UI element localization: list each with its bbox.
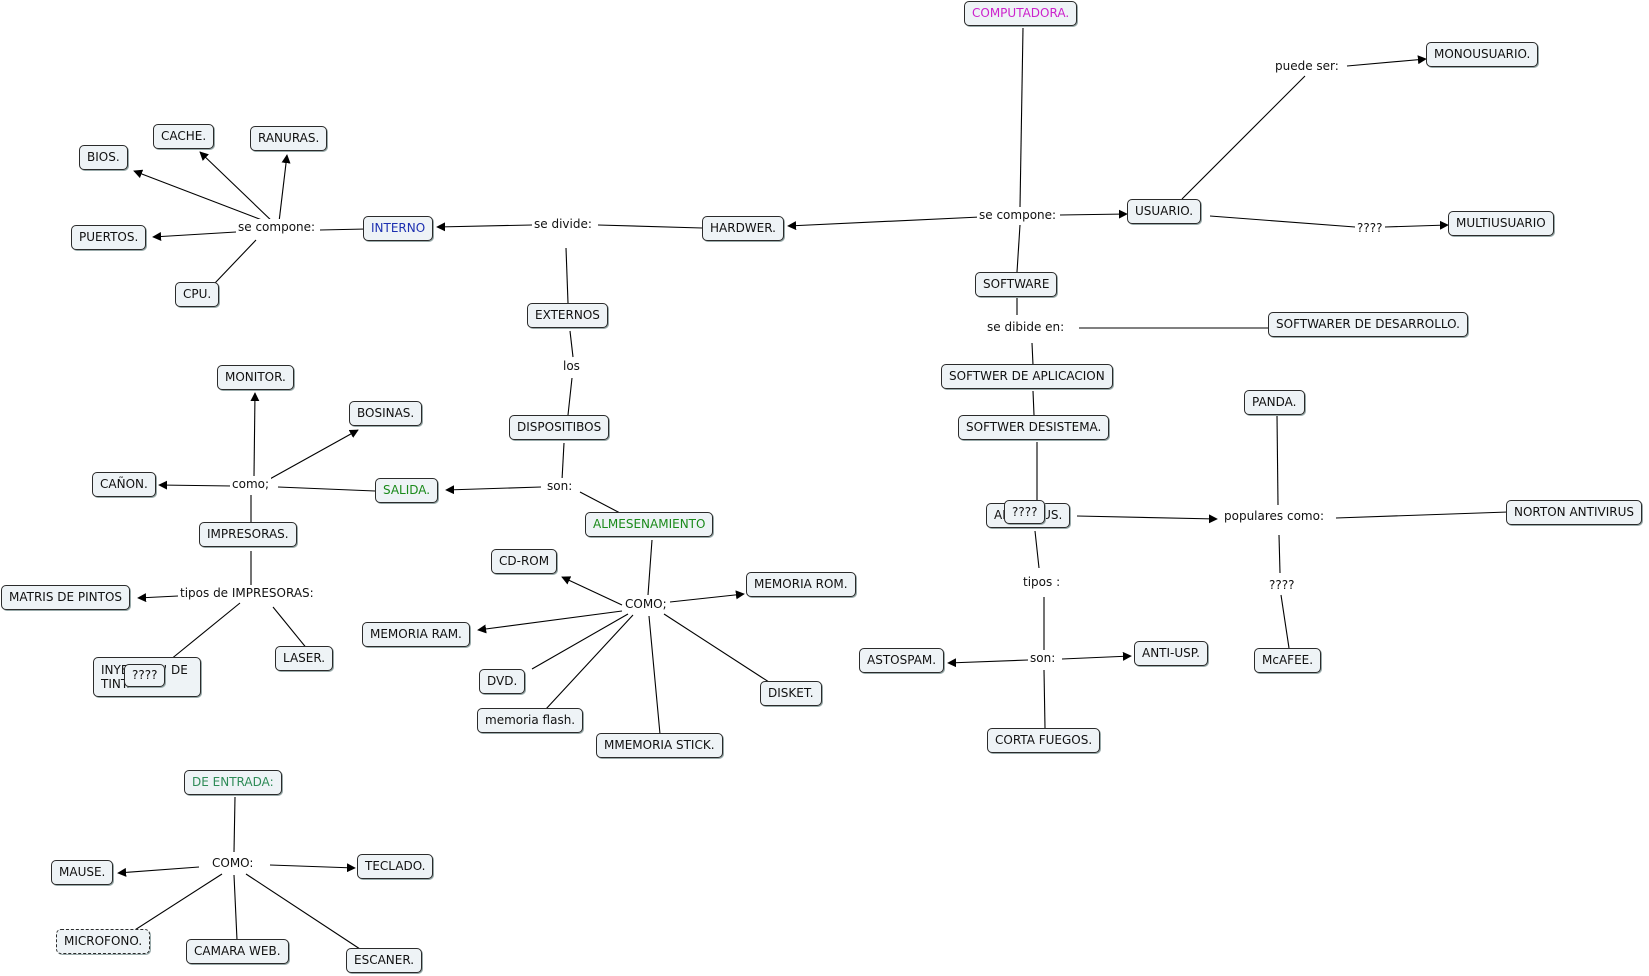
concept-usuario[interactable]: USUARIO. [1127,199,1202,224]
concept-cdrom[interactable]: CD-ROM [491,549,558,574]
concept-panda[interactable]: PANDA. [1244,390,1305,415]
link-qmarks-usuario: ???? [1355,220,1385,236]
concept-anti-usp[interactable]: ANTI-USP. [1134,641,1208,666]
concept-softwarer-desarrollo[interactable]: SOFTWARER DE DESARROLLO. [1268,312,1468,337]
concept-monitor[interactable]: MONITOR. [217,365,294,390]
concept-monousuario[interactable]: MONOUSUARIO. [1426,42,1539,67]
concept-teclado[interactable]: TECLADO. [357,854,434,879]
concept-cpu[interactable]: CPU. [175,282,220,307]
link-como-entrada: COMO: [210,855,256,871]
concept-mcafee[interactable]: McAFEE. [1254,648,1322,673]
concept-microfono[interactable]: MICROFONO. [56,929,151,954]
concept-memoria-ram[interactable]: MEMORIA RAM. [362,622,470,647]
link-puede-ser: puede ser: [1273,58,1341,74]
concept-norton-antivirus[interactable]: NORTON ANTIVIRUS [1506,500,1642,525]
concept-escaner[interactable]: ESCANER. [346,948,423,973]
concept-softwer-sistema[interactable]: SOFTWER DESISTEMA. [958,415,1110,440]
concept-corta-fuegos[interactable]: CORTA FUEGOS. [987,728,1101,753]
link-como-salida: como; [230,476,272,492]
concept-memoria-rom[interactable]: MEMORIA ROM. [746,572,856,597]
marker-inyeccion[interactable]: ???? [124,664,166,687]
concept-hardwer[interactable]: HARDWER. [702,216,784,241]
concept-memoria-stick[interactable]: MMEMORIA STICK. [596,733,723,758]
concept-interno[interactable]: INTERNO [363,216,434,241]
concept-dispositibos[interactable]: DISPOSITIBOS [509,415,610,440]
concept-bios[interactable]: BIOS. [79,145,128,170]
link-como-almacenamiento: COMO; [623,596,669,612]
concept-dvd[interactable]: DVD. [479,669,526,694]
concept-camara-web[interactable]: CAMARA WEB. [186,939,289,964]
concept-bosinas[interactable]: BOSINAS. [349,401,423,426]
concept-salida[interactable]: SALIDA. [375,478,439,503]
link-se-divide: se divide: [532,216,594,232]
concept-softwer-aplicacion[interactable]: SOFTWER DE APLICACION [941,364,1113,389]
concept-de-entrada[interactable]: DE ENTRADA: [184,770,282,795]
concept-ranuras[interactable]: RANURAS. [250,126,328,151]
concept-inyeccion[interactable]: INYECCION DE TINTA. [93,657,201,697]
concept-puertos[interactable]: PUERTOS. [71,225,147,250]
concept-software[interactable]: SOFTWARE [975,272,1058,297]
link-tipos-impresoras: tipos de IMPRESORAS: [178,585,316,601]
concept-laser[interactable]: LASER. [275,646,334,671]
concept-impresoras[interactable]: IMPRESORAS. [199,522,297,547]
link-se-compone-main: se compone: [977,207,1059,223]
link-los: los [561,358,582,374]
link-son-tipos: son: [1028,650,1058,666]
link-se-compone-interno: se compone: [236,219,318,235]
link-son-dispositivos: son: [545,478,575,494]
concept-disket[interactable]: DISKET. [760,681,822,706]
marker-antivirus[interactable]: ???? [1004,500,1046,524]
concept-astospam[interactable]: ASTOSPAM. [859,648,945,673]
link-tipos: tipos : [1021,574,1063,590]
concept-mause[interactable]: MAUSE. [51,860,114,885]
concept-cache[interactable]: CACHE. [153,124,215,149]
concept-almacenamiento[interactable]: ALMESENAMIENTO [585,512,714,537]
concept-canon[interactable]: CAÑON. [92,472,156,497]
concept-memoria-flash[interactable]: memoria flash. [477,708,584,733]
link-se-dibide-en: se dibide en: [985,319,1067,335]
link-populares-como: populares como: [1222,508,1327,524]
concept-computadora[interactable]: COMPUTADORA. [964,1,1078,26]
concept-multiusuario[interactable]: MULTIUSUARIO [1448,211,1554,236]
concept-matris[interactable]: MATRIS DE PINTOS [1,585,131,610]
link-qmarks-mcafee: ???? [1267,577,1297,593]
concept-externos[interactable]: EXTERNOS [527,303,608,328]
